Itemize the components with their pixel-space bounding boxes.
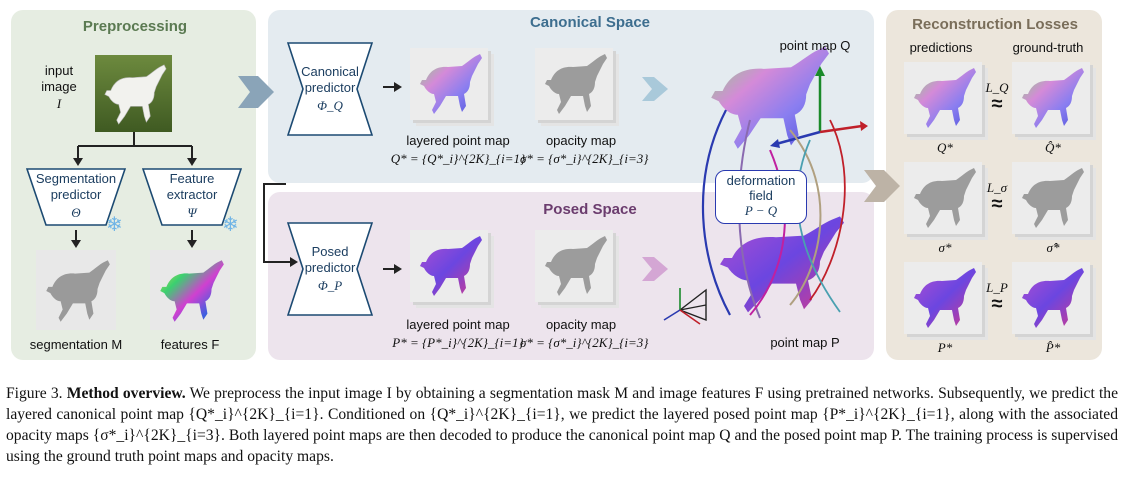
reconstruction-losses-title: Reconstruction Losses [912,16,1078,33]
groundtruth-q-label: Q̂* [1045,140,1061,155]
deformation-line1: deformation [726,173,796,188]
posed-space-title: Posed Space [543,201,637,218]
posed-opacity-formula: σ* = {σ*_i}^{2K}_{i=3} [520,335,649,350]
figure-caption: Figure 3. Method overview. We preprocess… [6,383,1118,467]
feat-extractor-symbol: Ψ [187,205,197,220]
canonical-predictor: Canonical predictor Φ_Q [286,42,374,136]
input-image [95,55,172,132]
canonical-pointmap-label: point map Q [779,38,851,53]
canonical-opacity-label: opacity map [545,133,617,148]
seg-predictor-symbol: Θ [71,205,81,220]
posed-predictor-line1: Posed [311,244,349,259]
loss-q-label: L_Q [985,80,1009,95]
caption-title: Method overview. [66,385,186,402]
prediction-sigma-thumb [904,162,982,234]
caption-body: We preprocess the input image I by obtai… [6,385,1119,465]
segmentation-output-label: segmentation M [29,337,123,352]
canonical-3d-point-map [690,40,870,180]
posed-predictor-symbol: Φ_P [317,278,343,293]
feature-extractor: Feature extractor Ψ [141,168,243,226]
posed-layered-label: layered point map [406,317,510,332]
image-label: image [41,79,77,94]
preprocessing-branch-arrows [73,132,197,166]
prediction-q-label: Q* [937,140,953,155]
groundtruth-sigma-label: σ̂* [1046,240,1060,255]
loss-p-label: L_P [986,280,1008,295]
prediction-p-thumb [904,262,982,334]
arrow-icon [383,82,402,92]
connector-to-posed-predictor [263,183,298,267]
groundtruth-sigma-thumb [1012,162,1090,234]
canonical-predictor-symbol: Φ_Q [317,98,343,113]
preprocessing-title: Preprocessing [82,18,188,35]
prediction-sigma-label: σ* [938,240,952,255]
predictions-header: predictions [909,40,973,55]
canonical-layered-formula: Q* = {Q*_i}^{2K}_{i=1} [390,151,526,166]
posed-opacity-map [535,230,613,302]
groundtruth-q-thumb [1012,62,1090,134]
canonical-layered-label: layered point map [406,133,510,148]
features-output-label: features F [160,337,220,352]
big-arrow-to-canonical [238,76,274,108]
frozen-snowflake-icon: ❄ [106,214,123,236]
preprocessing-down-arrows [71,230,197,248]
caption-fig-label: Figure 3. [6,385,63,402]
canonical-layered-point-map [410,48,488,120]
frozen-snowflake-icon: ❄ [222,214,239,236]
seg-predictor-line2: predictor [50,187,102,202]
deformation-line3: P − Q [744,203,778,218]
canonical-space-title: Canonical Space [529,14,651,31]
groundtruth-p-label: P̂* [1045,340,1061,355]
loss-sigma-label: L_σ [986,180,1008,195]
input-label: input [44,63,74,78]
big-arrow-to-losses [864,170,900,202]
posed-layered-point-map [410,230,488,302]
posed-decode-arrow [642,257,668,281]
canonical-predictor-line1: Canonical [301,64,359,79]
approx-icon: ≈ [991,193,1003,215]
approx-icon: ≈ [991,93,1003,115]
feat-extractor-line2: extractor [166,187,218,202]
features-image [150,250,230,330]
seg-predictor-line1: Segmentation [35,171,117,186]
posed-predictor-line2: predictor [304,260,356,275]
segmentation-mask-image [36,250,116,330]
approx-icon: ≈ [991,293,1003,315]
posed-layered-formula: P* = {P*_i}^{2K}_{i=1} [392,335,524,350]
groundtruth-header: ground-truth [1012,40,1084,55]
posed-predictor: Posed predictor Φ_P [286,222,374,316]
feat-extractor-line1: Feature [169,171,215,186]
posed-pointmap-label: point map P [770,335,840,350]
segmentation-predictor: Segmentation predictor Θ [25,168,127,226]
canonical-opacity-map [535,48,613,120]
deformation-line2: field [749,188,773,203]
arrow-icon [383,264,402,274]
prediction-p-label: P* [937,340,953,355]
groundtruth-p-thumb [1012,262,1090,334]
prediction-q-thumb [904,62,982,134]
canonical-opacity-formula: σ* = {σ*_i}^{2K}_{i=3} [520,151,649,166]
deformation-field-box: deformation field P − Q [715,170,807,224]
canonical-decode-arrow [642,77,668,101]
posed-opacity-label: opacity map [545,317,617,332]
canonical-predictor-line2: predictor [304,80,356,95]
camera-icon [663,288,707,325]
image-symbol: I [56,96,62,111]
